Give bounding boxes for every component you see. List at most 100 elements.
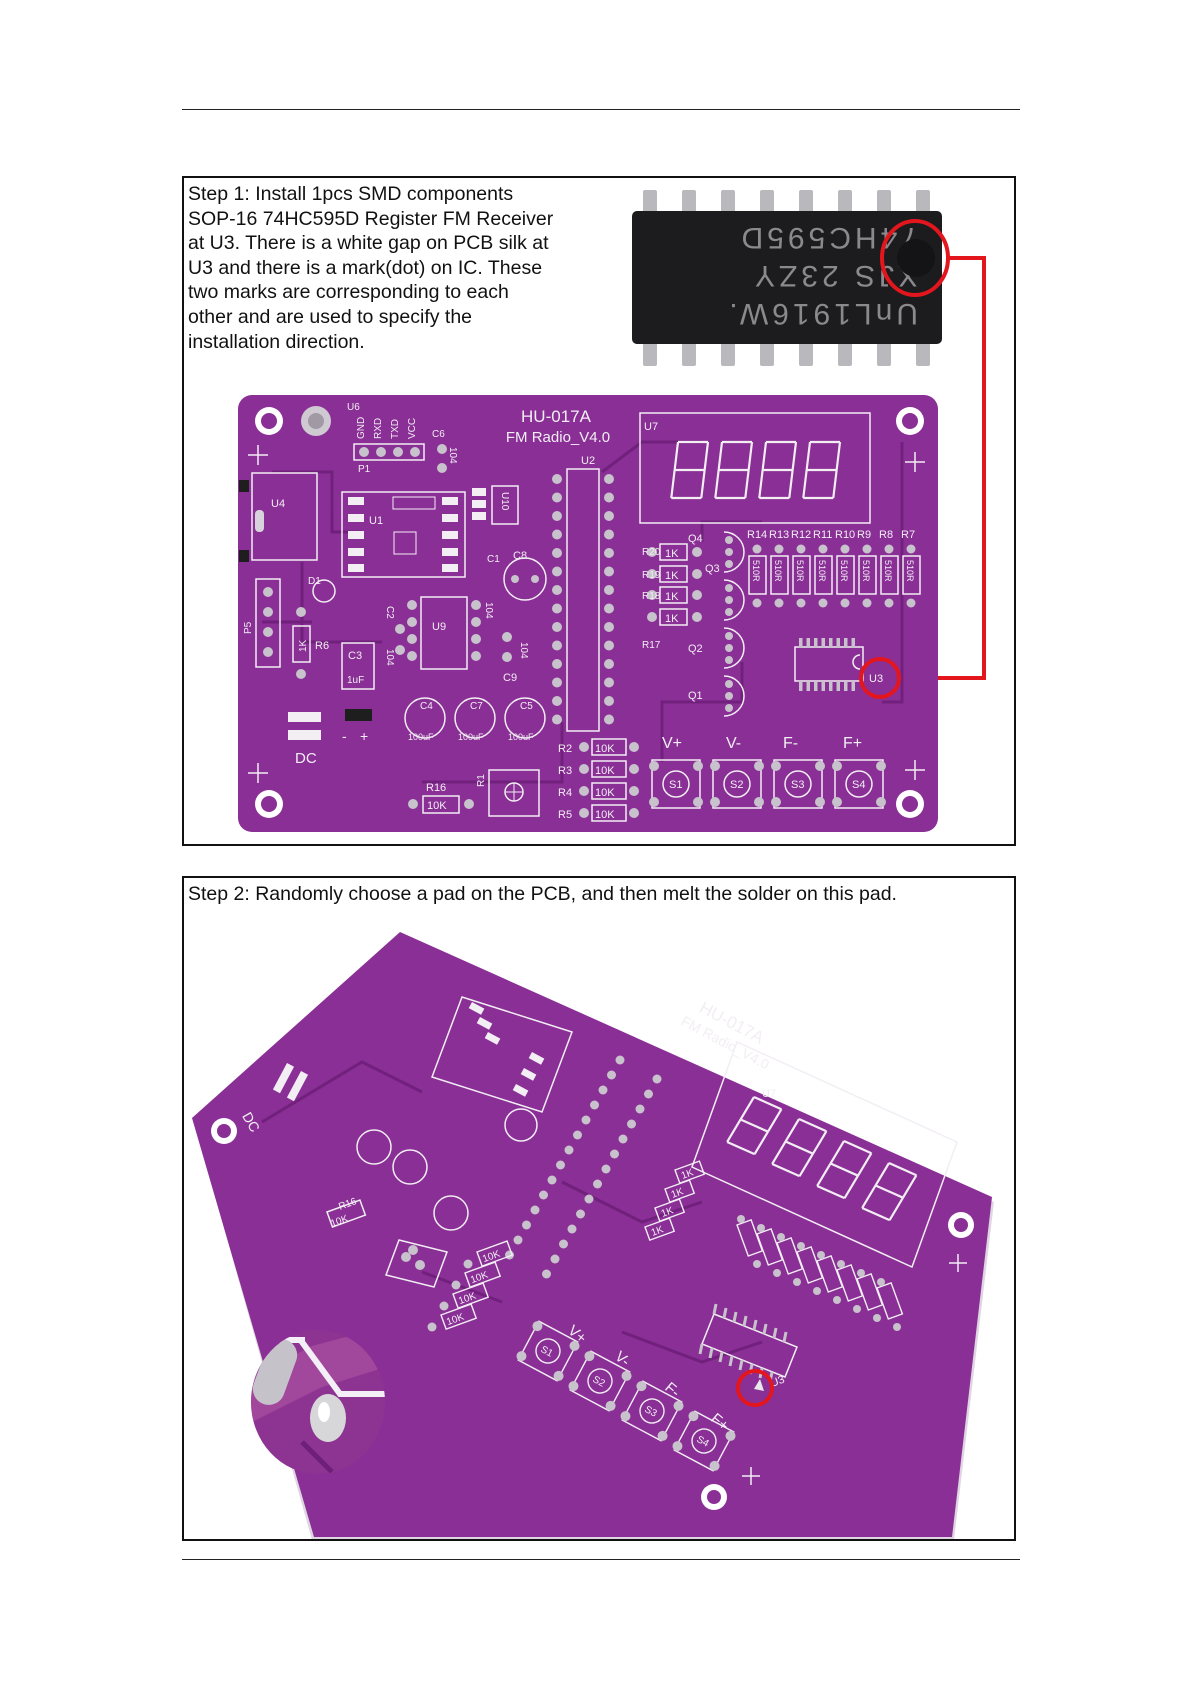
chip-pin (721, 341, 735, 366)
switch-button (587, 1368, 613, 1394)
button-label: V+ (662, 735, 682, 752)
u3-pad (799, 681, 803, 691)
switch-pad (568, 1381, 579, 1392)
resistor-pad (873, 1314, 881, 1322)
seven-segment-digits (726, 1095, 918, 1222)
u3-pad (738, 1359, 744, 1371)
segment (843, 1139, 872, 1155)
cap-value-label: 104 (447, 447, 458, 464)
label-dc: DC (295, 750, 317, 767)
resistor-pad (906, 598, 916, 608)
resistor-value: 510R (751, 560, 761, 582)
label-u2: U2 (581, 455, 595, 467)
resistor-pad (777, 1233, 785, 1241)
resistor-pad (906, 544, 916, 554)
resistor-value: 1K (665, 570, 679, 582)
header-pin-label: VCC (407, 418, 418, 439)
resistor-outline (476, 1240, 514, 1267)
polarity-plus: + (360, 728, 368, 744)
switch-pad (693, 797, 703, 807)
segment (767, 1108, 783, 1133)
switch-outline (673, 1410, 735, 1472)
switch-pad (553, 1370, 564, 1381)
resistor-pad (579, 764, 589, 774)
segment (785, 1140, 814, 1155)
switch-outline (712, 759, 762, 809)
r1-pot-outline (488, 769, 540, 817)
segment (829, 1140, 845, 1165)
label-c5: C5 (520, 701, 533, 712)
u7-display-outline (639, 412, 871, 524)
u3-pad (799, 638, 803, 648)
pcb-angled-board (192, 932, 992, 1537)
resistor-value: 510R (817, 560, 827, 582)
u2-pin (552, 603, 562, 614)
u2-pin (567, 1224, 577, 1234)
resistor-pad (817, 1251, 825, 1259)
switch-label: S2 (591, 1374, 607, 1390)
segment (771, 1162, 801, 1178)
u2-pin (552, 622, 562, 632)
u2-pin (552, 511, 562, 521)
u3-pad (851, 638, 855, 648)
segment (739, 1096, 755, 1121)
resistor-value: 510R (773, 560, 783, 582)
segment (703, 441, 710, 471)
u2-pin (604, 492, 614, 503)
resistor-pad (840, 598, 850, 608)
resistor-outline (816, 1254, 844, 1293)
resistor-outline (464, 1261, 502, 1288)
switch-pad (876, 797, 886, 807)
u3-pad (821, 638, 825, 648)
u3-pads (799, 638, 855, 691)
u3-pad (844, 638, 848, 648)
chip-pin (721, 190, 735, 214)
resistor-outline (748, 555, 767, 595)
chip-marking-line: XJS 23ZY (751, 259, 918, 292)
resistor-pad (752, 544, 762, 554)
chip-pin (838, 341, 852, 366)
u2-outline (566, 468, 600, 732)
resistor-outline (591, 782, 627, 800)
resistor-outline (736, 1218, 764, 1257)
u3-pad (712, 1303, 718, 1315)
switch: S3 (620, 1380, 684, 1442)
segment (888, 1197, 904, 1221)
resistor-label: R14 (747, 529, 767, 541)
u2-pin (627, 1119, 636, 1129)
resistor-label: R9 (857, 529, 871, 541)
solder-pad-highlight (736, 1369, 774, 1407)
u2-pin (590, 1100, 599, 1110)
label-u7: U7 (762, 1088, 776, 1100)
resistor-outline (858, 555, 877, 595)
resistor-outline (591, 804, 627, 822)
resistor-pad (692, 590, 702, 600)
switch-pad (754, 797, 764, 807)
label-c8: C8 (513, 550, 527, 562)
segment (670, 469, 676, 499)
chip-pin (643, 190, 657, 214)
u2-pin (644, 1089, 653, 1099)
switch-label: S1 (539, 1344, 555, 1360)
label-u10: U10 (499, 492, 510, 511)
resistor-outline (902, 555, 921, 595)
u2-pin (552, 474, 562, 484)
u2-pin (552, 714, 562, 725)
u3-pad (732, 1311, 738, 1323)
label-r18: R18 (642, 591, 661, 602)
u3-pad (806, 681, 810, 691)
switch-pad (657, 1430, 668, 1441)
switch-pad (569, 1340, 580, 1351)
segment (771, 1140, 787, 1165)
resistor-value: 1K (680, 1167, 696, 1182)
segment (874, 1162, 890, 1187)
switch-pad (725, 1430, 736, 1441)
u2-pin (547, 1175, 557, 1185)
resistor-outline (644, 1217, 676, 1242)
u2-pin (604, 714, 614, 725)
u2-pin (635, 1104, 645, 1114)
board-name: HU-017A (521, 407, 592, 426)
resistor-pad (796, 598, 806, 608)
electrolytic-caps: C4 C7 C5 100uF 100uF 100uF (404, 697, 546, 742)
